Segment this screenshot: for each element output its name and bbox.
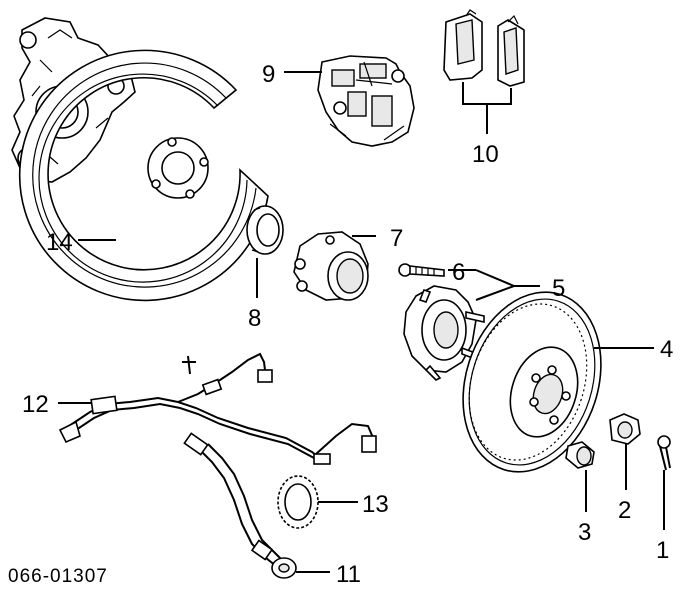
brake-rotor-icon (462, 291, 602, 473)
callout-4: 4 (660, 336, 673, 363)
seal-ring-icon (246, 205, 284, 255)
brake-hose-icon (183, 432, 297, 579)
brake-pads-icon (443, 9, 525, 87)
brake-caliper-icon (317, 55, 415, 147)
callout-10: 10 (472, 141, 499, 168)
dust-shield-icon (18, 49, 269, 302)
callout-9: 9 (262, 61, 275, 88)
callout-labels: 1 2 3 4 5 6 7 8 9 10 11 12 13 14 (22, 61, 673, 588)
abs-tone-ring-icon (277, 475, 319, 529)
callout-8: 8 (248, 305, 261, 332)
callout-11: 11 (336, 561, 361, 588)
callout-14: 14 (46, 229, 73, 256)
callout-2: 2 (618, 497, 631, 524)
wheel-bearing-icon (293, 231, 369, 301)
callout-7: 7 (390, 225, 403, 252)
callout-3: 3 (578, 519, 591, 546)
callout-1: 1 (656, 537, 669, 564)
callout-12: 12 (22, 391, 49, 418)
hub-assembly-icon (403, 285, 485, 381)
hub-nut-icon (609, 413, 641, 445)
abs-sensor-wiring-icon (58, 352, 377, 465)
callout-6: 6 (452, 259, 465, 286)
leader-lines (58, 71, 665, 573)
callout-5: 5 (552, 275, 565, 302)
catalog-code: 066-01307 (8, 566, 108, 587)
cotter-pin-icon (657, 435, 671, 471)
callout-13: 13 (362, 491, 389, 518)
wheel-stud-icon (398, 263, 445, 277)
leader-10 (462, 82, 512, 134)
grease-cap-icon (565, 441, 595, 469)
